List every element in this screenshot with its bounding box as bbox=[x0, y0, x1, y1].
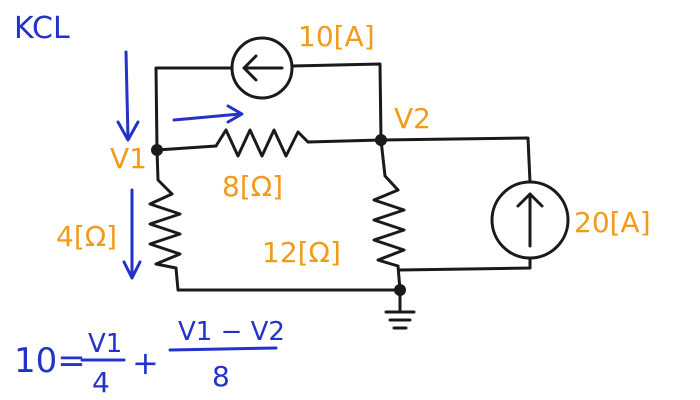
resistor-12-ohm bbox=[372, 188, 406, 268]
equation-lhs: 10= bbox=[14, 341, 86, 381]
rightward-current-arrow bbox=[172, 112, 242, 122]
node-v2-dot bbox=[375, 134, 387, 146]
equation-term2-denominator: 8 bbox=[212, 360, 230, 393]
left-arrow-icon bbox=[242, 54, 284, 82]
resistor-8-ohm bbox=[214, 128, 310, 158]
ground-symbol bbox=[384, 288, 416, 330]
node-v1-dot bbox=[151, 144, 163, 156]
node-ground-dot bbox=[394, 284, 406, 296]
label-v2: V2 bbox=[394, 102, 431, 135]
label-4-ohm: 4[Ω] bbox=[56, 220, 117, 253]
label-v1: V1 bbox=[110, 142, 147, 175]
equation-term1-denominator: 4 bbox=[92, 366, 110, 399]
label-12-ohm: 12[Ω] bbox=[262, 236, 341, 269]
kcl-label: KCL bbox=[14, 11, 70, 46]
kcl-arrows bbox=[116, 50, 244, 280]
up-arrow-icon bbox=[516, 192, 544, 248]
kcl-equation: 10= V1 4 + V1 − V2 8 bbox=[14, 317, 285, 399]
label-10a: 10[A] bbox=[298, 20, 375, 53]
equation-term1-numerator: V1 bbox=[88, 329, 122, 359]
equation-term2-numerator: V1 − V2 bbox=[178, 317, 285, 347]
label-20a: 20[A] bbox=[574, 206, 651, 239]
current-source-20a bbox=[490, 180, 570, 260]
equation-plus: + bbox=[132, 344, 159, 382]
current-source-10a bbox=[230, 36, 294, 100]
downward-current-arrow bbox=[124, 50, 130, 140]
equation-fraction-bar-2 bbox=[168, 346, 278, 352]
circuit-wires bbox=[148, 62, 532, 330]
nodes bbox=[151, 134, 406, 296]
resistor-4-ohm bbox=[148, 192, 182, 270]
label-8-ohm: 8[Ω] bbox=[222, 170, 283, 203]
